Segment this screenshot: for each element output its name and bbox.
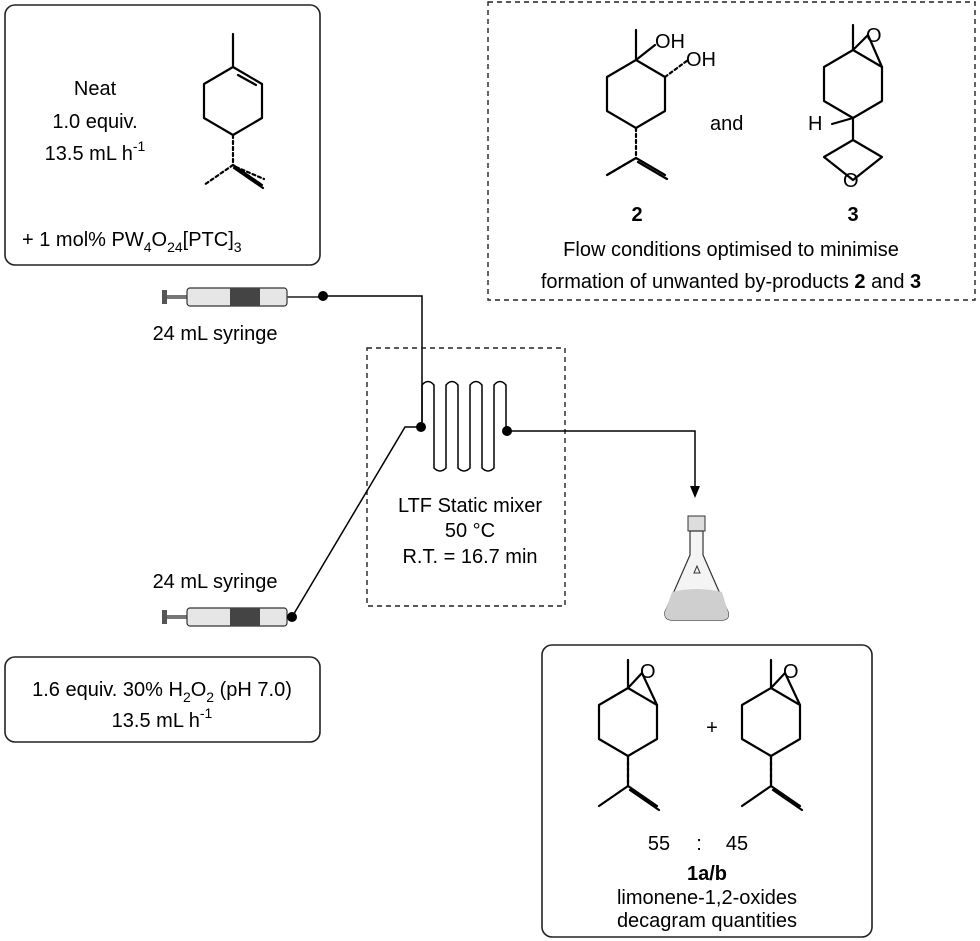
limonene-structure [202,32,266,190]
epoxide2-oxygen-label: O [843,170,859,192]
top-syringe: 24 mL syringe [153,287,423,425]
catalyst-label: + 1 mol% PW4O24[PTC]3 [22,229,242,255]
oxide-1a-oxygen-label: O [640,661,656,683]
byproducts-note-line2: formation of unwanted by-products 2 and … [541,271,921,293]
mixer-residence-time: R.T. = 16.7 min [402,546,537,568]
oxidant-flow-rate: 13.5 mL h-1 [112,705,213,732]
product-box: O + O 55 : 45 1a/b limonene-1,2-oxides d… [541,644,873,938]
product-quantity: decagram quantities [617,910,797,932]
reagent-flow-rate: 13.5 mL h-1 [45,138,146,165]
ratio-value-b: 45 [726,833,748,855]
flask-icon [664,515,729,621]
hydroxyl-label-1: OH [655,31,685,53]
plus-sign: + [706,717,718,739]
bottom-syringe-label: 24 mL syringe [153,571,278,593]
compound-2-label: 2 [631,204,642,226]
bottom-syringe: 24 mL syringe [153,426,421,627]
static-mixer: LTF Static mixer 50 °C R.T. = 16.7 min [366,347,566,607]
oxide-1b-structure [740,658,804,812]
compound-3-label: 3 [847,204,858,226]
reagent-equiv-label: 1.0 equiv. [52,111,137,133]
oxidant-box: 1.6 equiv. 30% H2O2 (pH 7.0) 13.5 mL h-1 [4,656,321,743]
reagent-neat-label: Neat [74,78,117,100]
and-text: and [710,113,743,135]
byproducts-box-frame [487,1,976,301]
outlet-line [507,430,696,488]
epoxide-oxygen-label: O [866,25,882,47]
product-name: limonene-1,2-oxides [617,887,797,909]
hydrogen-label: H [808,113,822,135]
byproducts-box: OH OH and 2 O H O 3 Flow conditions opti… [487,1,976,301]
reagent-box: Neat 1.0 equiv. 13.5 mL h-1 + 1 mol% PW4… [4,4,321,266]
arrow-down-icon [690,486,700,498]
oxidant-equiv-label: 1.6 equiv. 30% H2O2 (pH 7.0) [32,679,292,705]
product-box-frame [541,644,873,938]
mixer-coil [421,380,507,472]
diepoxide-structure [822,23,884,182]
syringe-icon [162,287,320,307]
ratio-value-a: 55 [648,833,670,855]
compound-1ab-label: 1a/b [687,863,727,885]
diol-structure [605,28,690,181]
oxide-1a-structure [597,658,661,812]
hydroxyl-label-2: OH [686,49,716,71]
ratio-separator: : [696,833,702,855]
byproducts-note-line1: Flow conditions optimised to minimise [563,239,899,261]
top-syringe-label: 24 mL syringe [153,323,278,345]
oxidant-box-frame [4,656,321,743]
oxide-1b-oxygen-label: O [783,661,799,683]
mixer-frame [366,347,566,607]
reagent-box-frame [4,4,321,266]
syringe-icon [162,607,292,627]
mixer-temperature: 50 °C [445,520,495,542]
mixer-title: LTF Static mixer [398,495,542,517]
